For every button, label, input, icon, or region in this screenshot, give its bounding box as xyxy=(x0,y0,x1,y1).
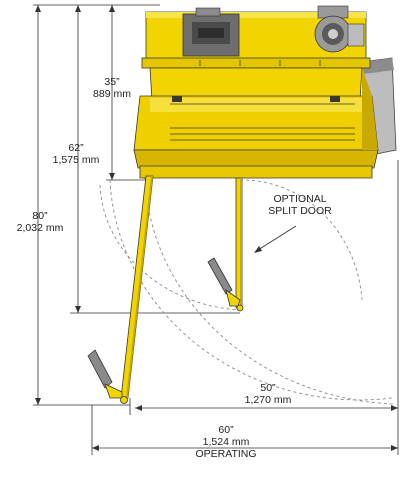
dim-62-metric: 1,575 mm xyxy=(52,154,100,166)
split-door-callout: OPTIONAL SPLIT DOOR xyxy=(260,193,340,217)
dim-60-note: OPERATING xyxy=(195,448,257,460)
dim-60-imperial: 60” xyxy=(218,424,234,436)
fold-down-door xyxy=(120,175,243,399)
dim-50-label: 50” 1,270 mm xyxy=(238,382,298,406)
dim-35-label: 35” 889 mm xyxy=(86,76,138,100)
dim-62-imperial: 62” xyxy=(68,142,84,154)
dim-60-label: 60” 1,524 mm OPERATING xyxy=(186,424,266,460)
dim-80-label: 80” 2,032 mm xyxy=(8,210,72,234)
dimension-lines xyxy=(33,4,399,455)
callout-line2: SPLIT DOOR xyxy=(268,205,332,217)
callout-arrow xyxy=(254,225,297,253)
dim-80-imperial: 80” xyxy=(32,210,48,222)
dim-35-metric: 889 mm xyxy=(93,88,131,100)
callout-line1: OPTIONAL xyxy=(273,193,327,205)
dim-50-metric: 1,270 mm xyxy=(244,394,292,406)
motor-icon xyxy=(314,5,365,53)
control-box xyxy=(182,7,240,57)
dim-60-metric: 1,524 mm xyxy=(202,436,250,448)
door-handle xyxy=(87,349,128,404)
split-door-handle xyxy=(207,257,244,312)
dim-62-label: 62” 1,575 mm xyxy=(44,142,108,166)
dim-80-metric: 2,032 mm xyxy=(16,222,64,234)
dim-35-imperial: 35” xyxy=(104,76,120,88)
dim-50-imperial: 50” xyxy=(260,382,276,394)
